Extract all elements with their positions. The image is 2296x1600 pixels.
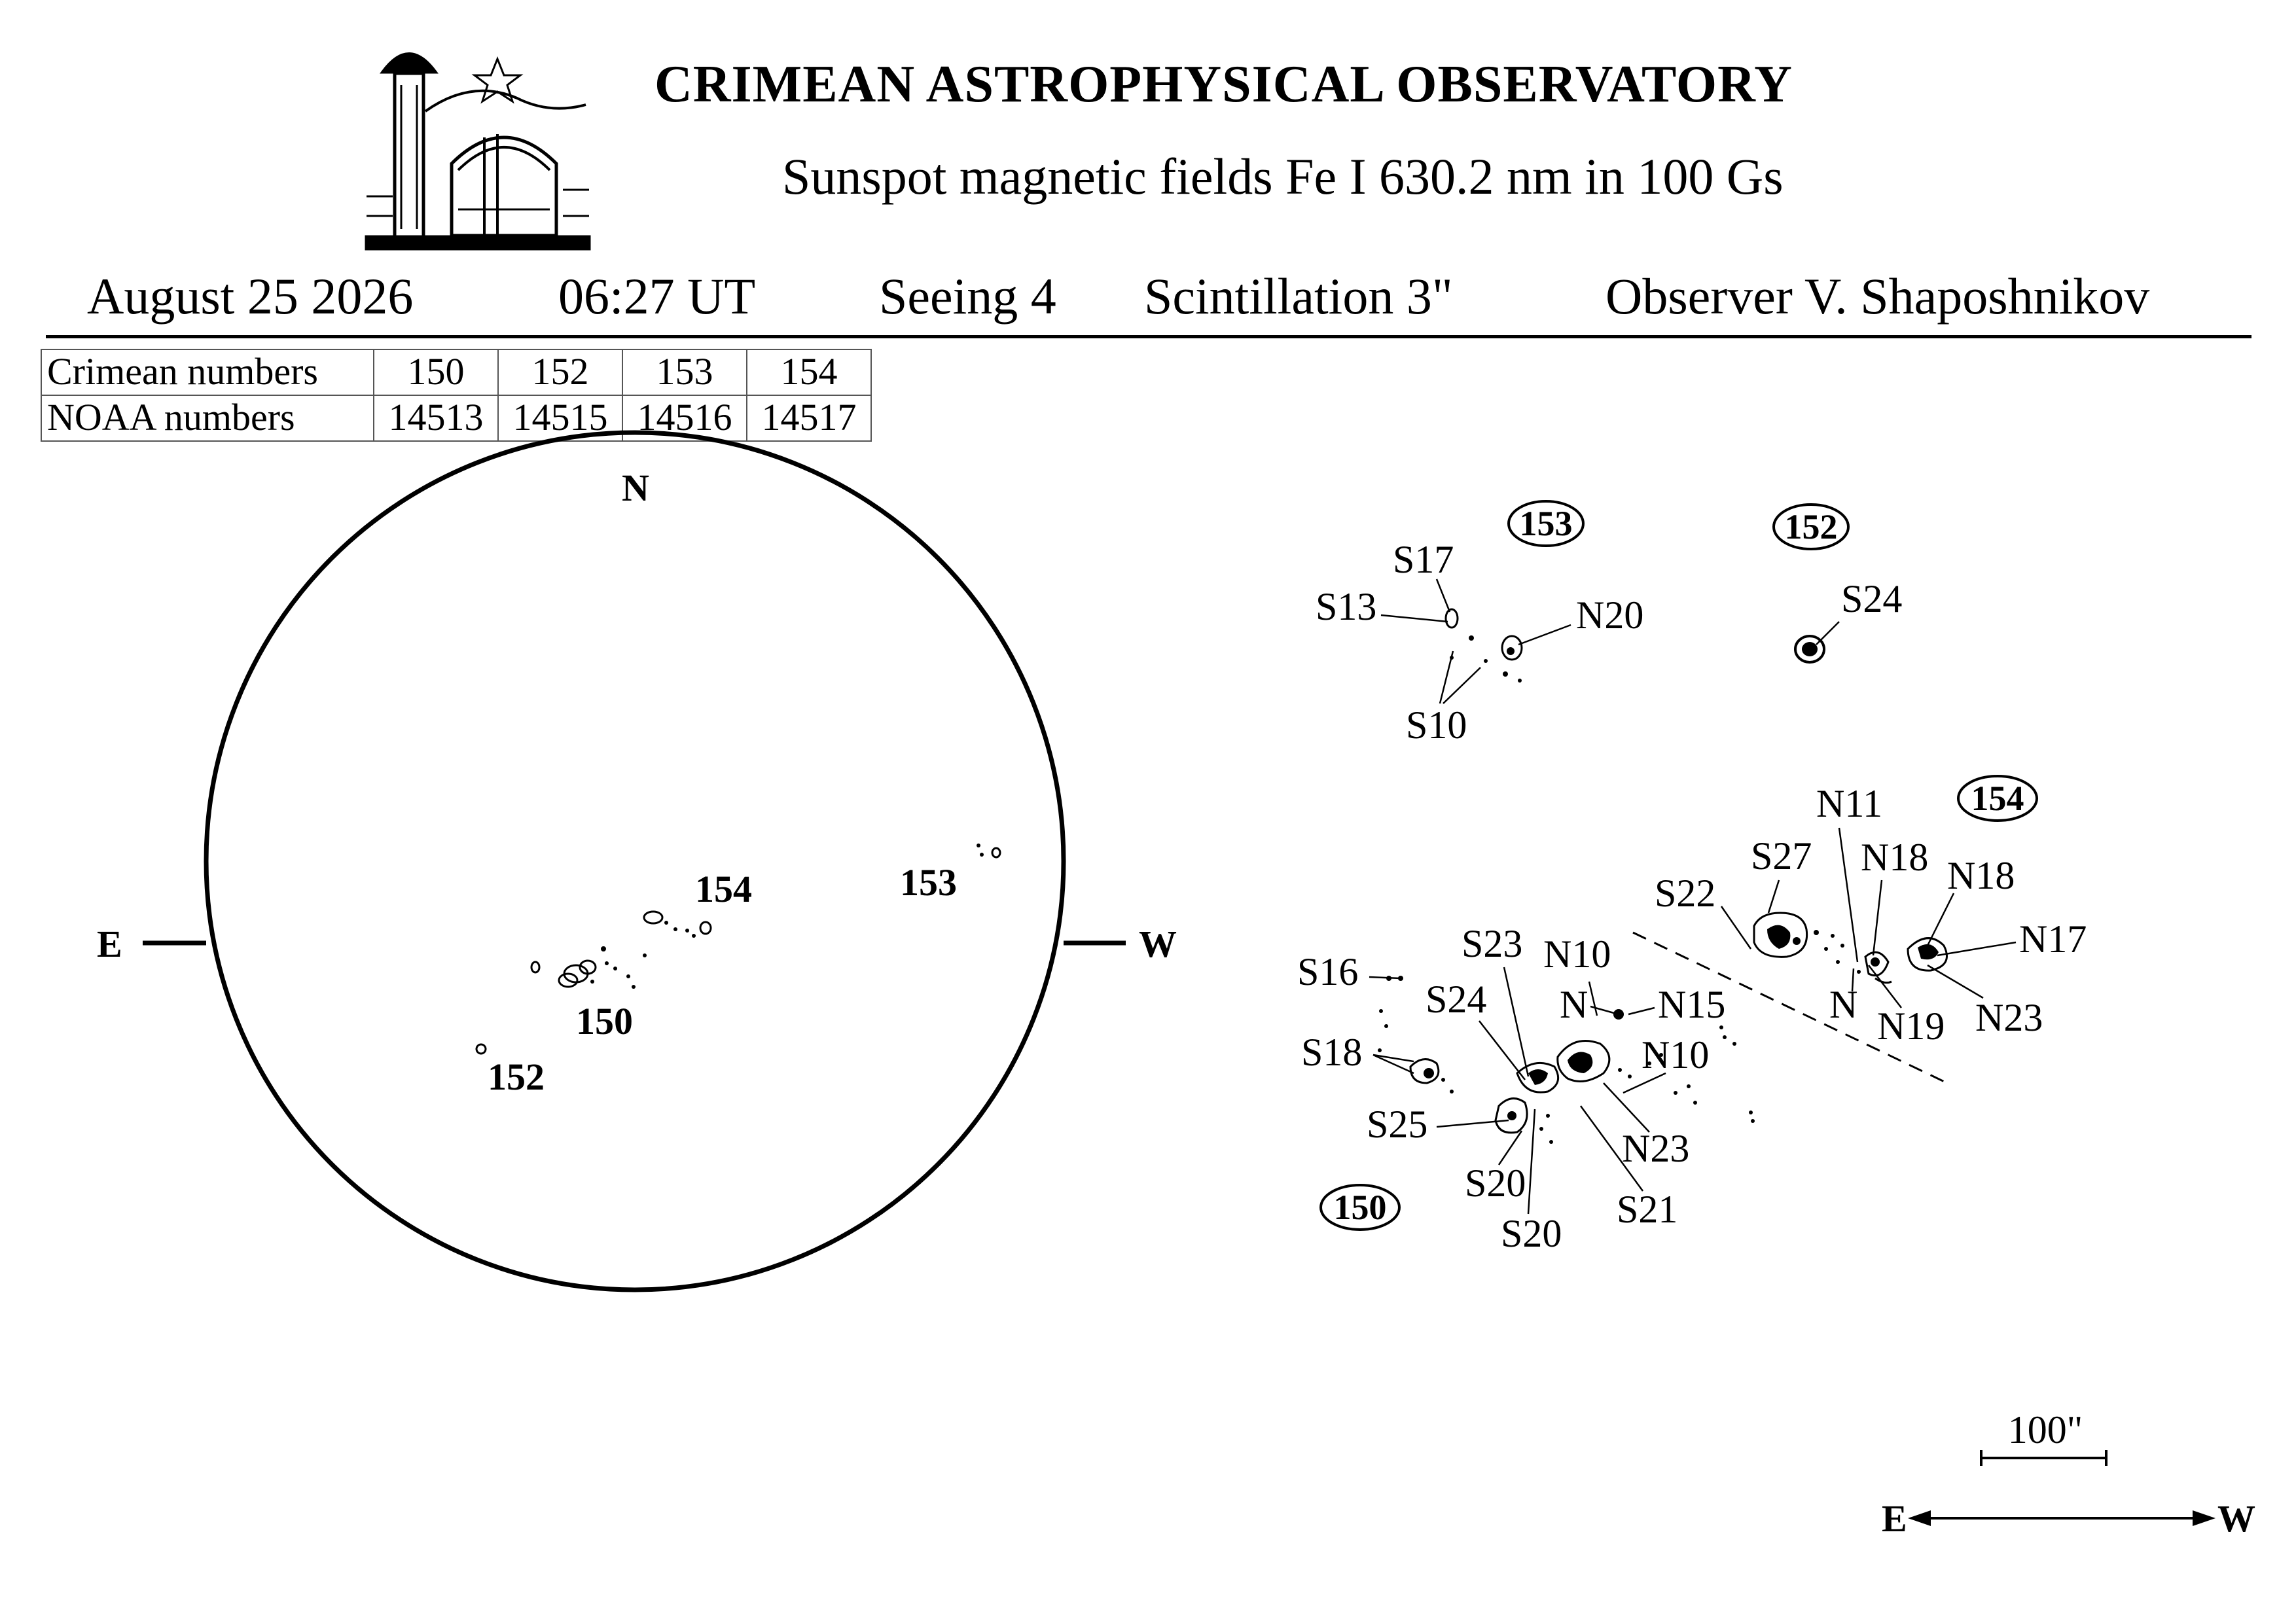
spot-label: S21 <box>1617 1188 1677 1231</box>
group-154: 154 N11 S27 N18 N18 S22 N17 N N19 N23 <box>1632 775 2087 1084</box>
spot-label: S20 <box>1465 1162 1526 1205</box>
orientation-east-label: E <box>1882 1497 1907 1540</box>
group-153: 153 S17 S13 N20 S10 <box>1316 500 1643 747</box>
observation-time: 06:27 UT <box>558 268 756 325</box>
spot-label: S13 <box>1316 585 1376 628</box>
spot-label: S23 <box>1462 922 1522 965</box>
disk-east-label: E <box>97 923 122 965</box>
disk-spots <box>475 844 1001 1055</box>
group-150-number: 150 <box>1334 1188 1387 1227</box>
spot-label: S24 <box>1841 577 1902 620</box>
group-153-badge <box>1507 500 1585 547</box>
observatory-title: CRIMEAN ASTROPHYSICAL OBSERVATORY <box>655 56 1793 113</box>
spot-label: S27 <box>1751 834 1812 878</box>
disk-region-153-label: 153 <box>900 861 957 904</box>
observation-date: August 25 2026 <box>87 268 414 325</box>
disk-region-152-label: 152 <box>488 1056 545 1098</box>
group-152-badge <box>1772 503 1850 550</box>
solar-disk <box>204 430 1066 1292</box>
table-cell: 14513 <box>373 395 499 442</box>
table-cell: 154 <box>746 349 872 396</box>
row-label: NOAA numbers <box>41 395 374 442</box>
spot-label: S20 <box>1501 1212 1562 1255</box>
disk-north-label: N <box>622 467 649 509</box>
region-numbers-table: Crimean numbers 150 152 153 154 NOAA num… <box>41 349 872 442</box>
spot-label: N11 <box>1816 782 1882 825</box>
header-divider <box>46 335 2251 338</box>
spot-label: N23 <box>1622 1127 1689 1170</box>
group-150: 150 S23 N10 S16 N N15 S24 S18 N10 S25 N2… <box>1297 922 1755 1255</box>
observer-name: Observer V. Shaposhnikov <box>1605 268 2150 325</box>
spot-label: S25 <box>1367 1103 1427 1146</box>
spot-label: N18 <box>1947 854 2015 897</box>
table-cell: 152 <box>497 349 623 396</box>
spot-label: S18 <box>1301 1031 1362 1074</box>
group-154-number: 154 <box>1971 779 2024 818</box>
spot-label: N10 <box>1543 933 1611 976</box>
spot-label: S24 <box>1426 978 1486 1021</box>
spot-label: N <box>1560 983 1588 1026</box>
spot-label: N23 <box>1975 996 2043 1039</box>
scale-bar <box>1980 1450 2108 1466</box>
spot-label: S17 <box>1393 538 1454 581</box>
orientation-west-label: W <box>2217 1497 2255 1540</box>
spot-label: N15 <box>1658 983 1725 1026</box>
disk-region-150-label: 150 <box>576 1000 633 1042</box>
orientation-arrow <box>1908 1510 2215 1526</box>
disk-west-label: W <box>1139 923 1177 965</box>
row-label: Crimean numbers <box>41 349 374 396</box>
group-152-number: 152 <box>1785 507 1838 546</box>
spot-label: S16 <box>1297 950 1358 993</box>
group-154-badge <box>1957 775 2038 822</box>
disk-region-154-label: 154 <box>695 868 752 910</box>
seeing-value: Seeing 4 <box>879 268 1056 325</box>
spot-label: N18 <box>1861 836 1928 879</box>
spot-label: N10 <box>1641 1033 1709 1076</box>
scale-bar-label: 100" <box>2008 1408 2083 1451</box>
table-cell: 153 <box>622 349 747 396</box>
group-153-number: 153 <box>1520 504 1573 543</box>
scintillation-value: Scintillation 3" <box>1144 268 1453 325</box>
spot-label: S10 <box>1406 703 1467 747</box>
observatory-logo <box>365 52 591 251</box>
spot-label: N19 <box>1877 1004 1945 1048</box>
spot-label: N17 <box>2019 917 2087 961</box>
group-152: 152 S24 <box>1772 503 1902 664</box>
table-row: Crimean numbers 150 152 153 154 <box>41 349 872 396</box>
spot-label: N <box>1829 983 1857 1026</box>
chart-subtitle: Sunspot magnetic fields Fe I 630.2 nm in… <box>782 148 1784 205</box>
group-150-badge <box>1319 1184 1401 1231</box>
spot-label: S22 <box>1655 872 1715 915</box>
spot-label: N20 <box>1576 594 1643 637</box>
table-cell: 14517 <box>746 395 872 442</box>
table-cell: 150 <box>373 349 499 396</box>
